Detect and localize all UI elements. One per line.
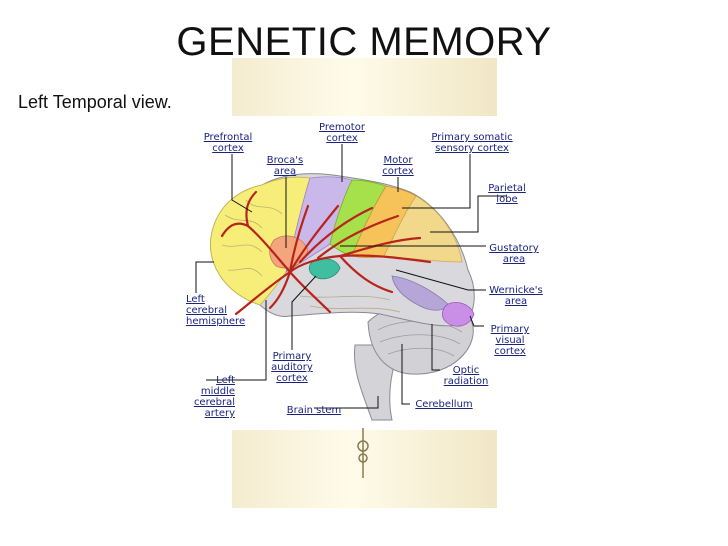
visual-cortex-region xyxy=(442,302,475,327)
ornament-icon xyxy=(357,428,369,478)
decorative-background-top xyxy=(232,58,497,116)
label-cerebellum: Cerebellum xyxy=(415,399,472,410)
cerebral-arteries xyxy=(220,190,432,316)
slide-title: GENETIC MEMORY xyxy=(176,20,552,64)
leader-lines xyxy=(195,144,506,409)
decorative-background-bottom xyxy=(232,430,497,508)
slide-subtitle: Left Temporal view. xyxy=(18,92,172,112)
label-brain-stem: Brain stem xyxy=(287,405,341,416)
auditory-cortex-region xyxy=(308,258,341,280)
wernickes-area-region xyxy=(391,275,449,311)
